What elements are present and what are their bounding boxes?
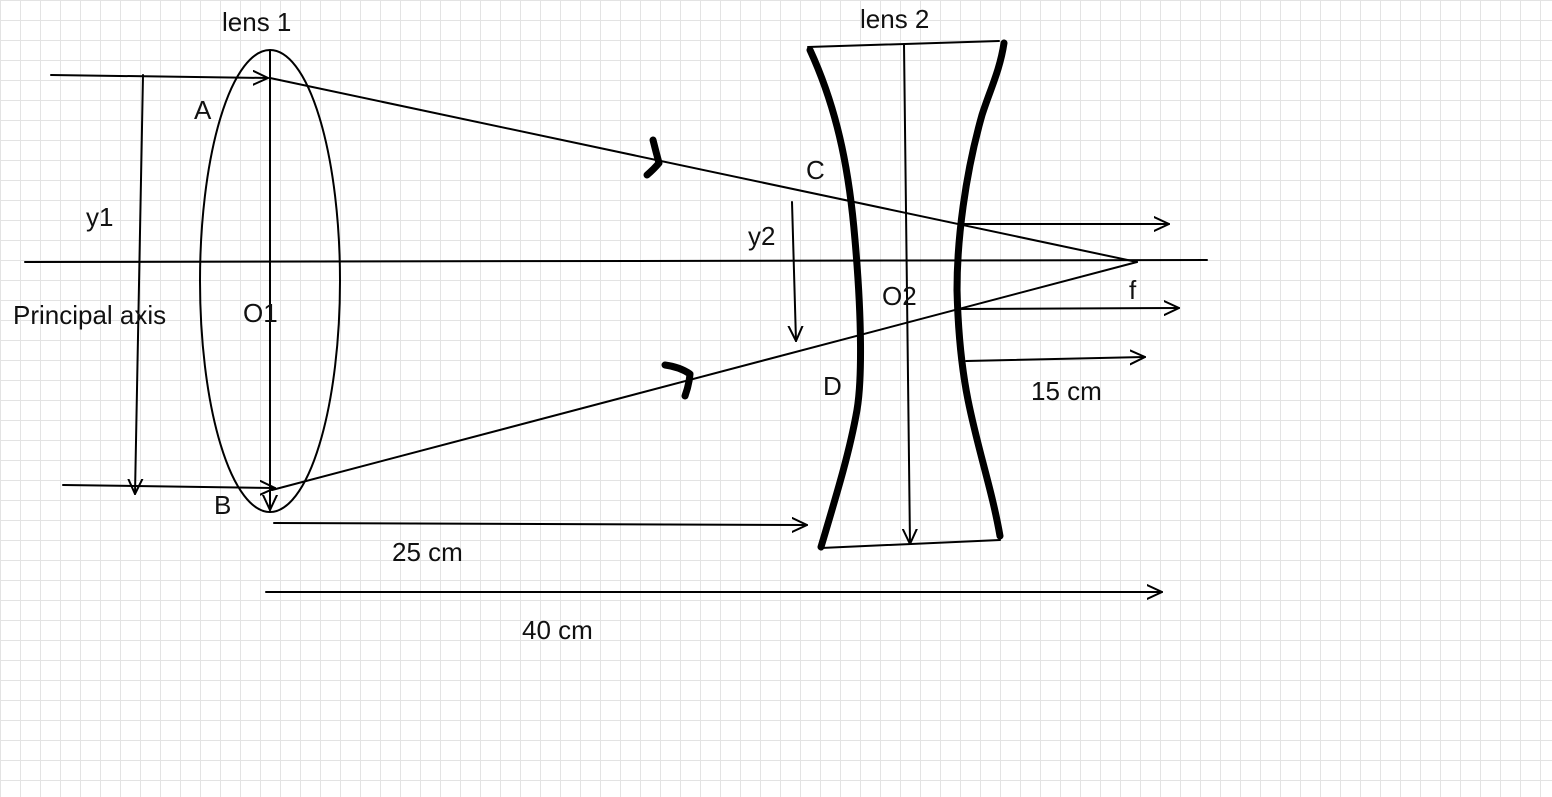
y2-label: y2 <box>748 221 776 251</box>
ray-b-to-focus <box>271 261 1138 491</box>
lens-2-right-surface <box>953 39 1008 540</box>
direction-chevron-bottom <box>661 361 694 400</box>
lens-2-axis-arrow <box>904 43 910 544</box>
incoming-ray-top <box>50 75 268 78</box>
principal-axis-label: Principal axis <box>13 300 167 330</box>
lens-2-left-surface <box>806 46 865 551</box>
direction-chevron-top <box>643 136 663 179</box>
lens-1-label: lens 1 <box>222 7 292 37</box>
lens-2-label: lens 2 <box>860 4 930 34</box>
y2-dimension-arrow <box>792 201 796 341</box>
y1-label: y1 <box>86 202 114 232</box>
y1-dimension-arrow <box>135 74 144 494</box>
dimension-15cm-label: 15 cm <box>1031 376 1102 406</box>
ray-a-to-focus <box>269 77 1138 263</box>
o1-label: O1 <box>243 298 278 328</box>
incoming-ray-bottom <box>62 485 275 488</box>
point-d-label: D <box>823 371 842 401</box>
dimension-25cm-arrow <box>273 523 807 525</box>
point-b-label: B <box>214 490 232 520</box>
principal-axis-line <box>24 259 1208 263</box>
emerging-ray-middle <box>956 308 1179 309</box>
dimension-25cm-label: 25 cm <box>392 537 463 567</box>
focal-point-label: f <box>1129 275 1137 305</box>
dimension-15cm-arrow <box>965 357 1145 361</box>
point-c-label: C <box>806 155 825 185</box>
point-a-label: A <box>194 95 212 125</box>
o2-label: O2 <box>882 281 917 311</box>
dimension-40cm-label: 40 cm <box>522 615 593 645</box>
